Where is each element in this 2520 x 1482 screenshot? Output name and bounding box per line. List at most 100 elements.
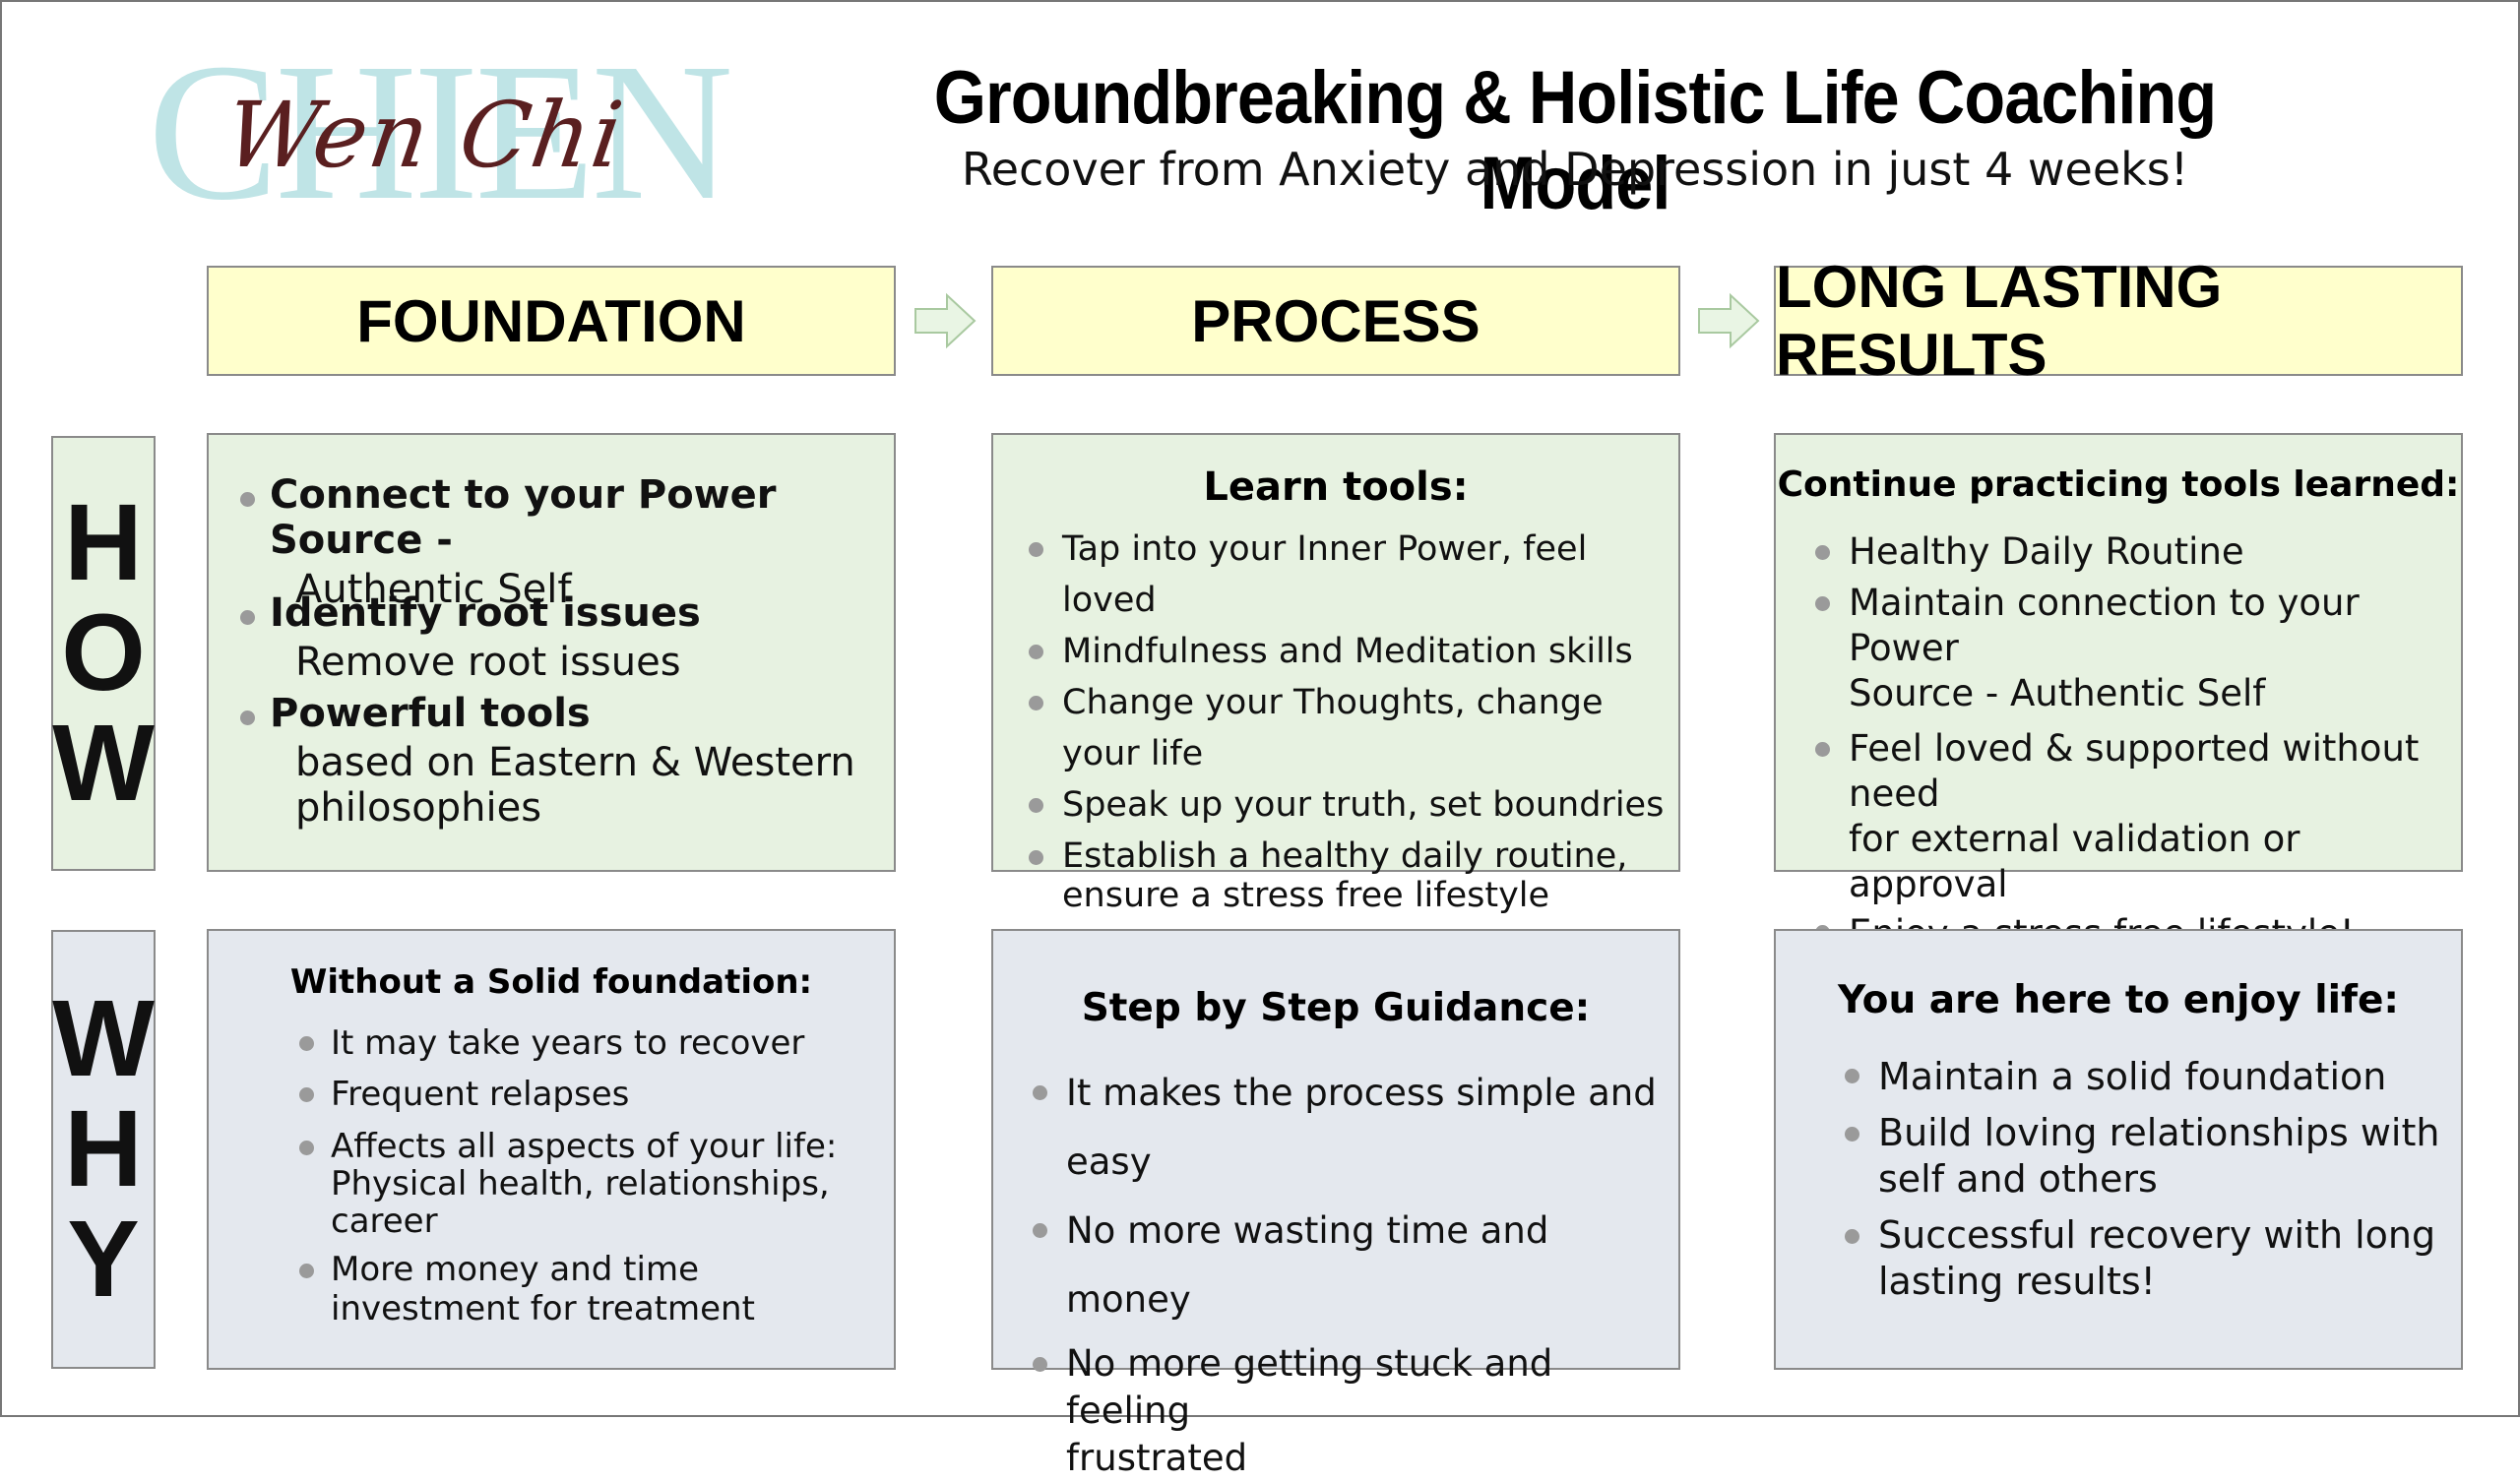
list-item: More money and time investment for treat…	[299, 1250, 837, 1328]
bullet-list: Healthy Daily Routine Maintain connectio…	[1815, 525, 2461, 960]
list-item: No more wasting time and money	[1033, 1197, 1678, 1334]
list-item: Change your Thoughts, change your life	[1029, 677, 1678, 779]
list-item-text: Build loving relationships with	[1878, 1111, 2440, 1154]
list-item-text: Frequent relapses	[331, 1075, 630, 1114]
list-item-text: for external validation or approval	[1849, 818, 2300, 905]
bullet-icon	[1845, 1127, 1859, 1142]
list-item: Connect to your Power Source - Authentic…	[240, 472, 894, 612]
list-item-text: investment for treatment	[331, 1289, 755, 1328]
right-arrow-icon	[914, 292, 976, 349]
list-item: No more getting stuck and feeling frustr…	[1033, 1340, 1678, 1482]
row-label-why: W H Y	[51, 930, 156, 1369]
how-process-box: Learn tools: Tap into your Inner Power, …	[991, 433, 1680, 915]
list-item: It may take years to recover	[299, 1018, 837, 1069]
bullet-icon	[1033, 1223, 1047, 1238]
list-item: Affects all aspects of your life: Physic…	[299, 1128, 837, 1240]
list-item: Successful recovery with long lasting re…	[1845, 1212, 2439, 1305]
list-item-detail: Authentic Self	[295, 567, 572, 612]
column-header-results: LONG LASTING RESULTS	[1774, 254, 2463, 388]
bullet-icon	[240, 610, 255, 625]
list-item-heading: Identify root issues	[270, 590, 701, 636]
list-item-text: Change your Thoughts, change your life	[1062, 683, 1604, 773]
list-item: Maintain a solid foundation	[1845, 1047, 2439, 1106]
list-item-text: self and others	[1878, 1157, 2158, 1201]
how-foundation-box: Connect to your Power Source - Authentic…	[207, 433, 896, 872]
column-header-foundation: FOUNDATION	[207, 266, 896, 376]
bullet-icon	[1033, 1085, 1047, 1100]
bullet-icon	[1815, 596, 1830, 611]
list-item: Frequent relapses	[299, 1069, 837, 1120]
bullet-icon	[1029, 696, 1043, 710]
list-item-detail: based on Eastern & Western	[295, 740, 855, 785]
why-process-box: Step by Step Guidance: It makes the proc…	[991, 929, 1680, 1479]
row-label-letter: W	[52, 703, 155, 824]
list-item-text: Healthy Daily Routine	[1849, 530, 2244, 573]
list-item-text: It may take years to recover	[331, 1023, 805, 1063]
list-item: Build loving relationships with self and…	[1845, 1110, 2439, 1203]
bullet-icon	[299, 1036, 314, 1051]
box-title: Step by Step Guidance:	[1081, 986, 1591, 1030]
bullet-icon	[1029, 542, 1043, 557]
row-label-letter: H	[64, 1088, 143, 1209]
row-label-letter: H	[64, 482, 143, 603]
list-item-text: Physical health, relationships,	[331, 1164, 830, 1204]
bullet-icon	[299, 1264, 314, 1278]
logo-surname: CHIEN	[148, 24, 733, 241]
list-item: It makes the process simple and easy	[1033, 1059, 1678, 1197]
list-item: Feel loved & supported without need for …	[1815, 726, 2461, 907]
bullet-icon	[240, 710, 255, 725]
list-item-text: career	[331, 1202, 438, 1241]
list-item-text: No more wasting time and money	[1066, 1209, 1549, 1321]
page-title: Groundbreaking & Holistic Life Coaching …	[933, 56, 2218, 225]
bullet-list: It makes the process simple and easy No …	[1033, 1059, 1678, 1482]
list-item-text: No more getting stuck and feeling	[1066, 1342, 1553, 1432]
list-item: Identify root issues Remove root issues	[240, 590, 701, 685]
bullet-icon	[1029, 645, 1043, 659]
list-item: Tap into your Inner Power, feel loved	[1029, 524, 1678, 626]
list-item-text: Maintain connection to your Power	[1849, 582, 2360, 669]
bullet-icon	[299, 1141, 314, 1155]
bullet-list: Maintain a solid foundation Build loving…	[1845, 1047, 2439, 1305]
page-subtitle: Recover from Anxiety and Depression in j…	[961, 143, 2189, 196]
list-item: Mindfulness and Meditation skills	[1029, 626, 1678, 677]
list-item-text: More money and time	[331, 1250, 699, 1289]
logo: CHIEN Wen Chi	[148, 34, 733, 231]
list-item-text: Source - Authentic Self	[1849, 672, 2266, 714]
bullet-icon	[1815, 545, 1830, 560]
bullet-icon	[299, 1087, 314, 1102]
list-item-text: Tap into your Inner Power, feel loved	[1062, 529, 1588, 620]
list-item-text: It makes the process simple and easy	[1066, 1072, 1657, 1183]
list-item-text: lasting results!	[1878, 1260, 2156, 1303]
page-frame	[0, 0, 2520, 1417]
bullet-icon	[1029, 798, 1043, 813]
list-item: Powerful tools based on Eastern & Wester…	[240, 691, 855, 831]
list-item-text: Maintain a solid foundation	[1878, 1055, 2387, 1098]
list-item-detail: philosophies	[295, 785, 542, 831]
list-item-text: Mindfulness and Meditation skills	[1062, 632, 1633, 671]
list-item-text: Establish a healthy daily routine,	[1062, 836, 1628, 876]
box-title: Without a Solid foundation:	[289, 962, 813, 1002]
bullet-icon	[1815, 742, 1830, 757]
box-title: Continue practicing tools learned:	[1777, 464, 2460, 505]
logo-script-name: Wen Chi	[219, 83, 631, 188]
list-item-text: Successful recovery with long	[1878, 1213, 2436, 1257]
list-item: Establish a healthy daily routine, ensur…	[1029, 836, 1678, 915]
list-item: Healthy Daily Routine	[1815, 525, 2461, 579]
bullet-icon	[1845, 1069, 1859, 1083]
bullet-icon	[1033, 1357, 1047, 1372]
list-item-text: Feel loved & supported without need	[1849, 727, 2420, 815]
list-item-detail: Remove root issues	[295, 640, 681, 685]
box-title: Learn tools:	[1203, 464, 1469, 510]
list-item-heading: Connect to your Power Source -	[270, 472, 777, 563]
list-item-text: Affects all aspects of your life:	[331, 1127, 838, 1166]
list-item-heading: Powerful tools	[270, 691, 591, 736]
list-item: Speak up your truth, set boundries	[1029, 779, 1678, 831]
bullet-list: Tap into your Inner Power, feel loved Mi…	[1029, 524, 1678, 915]
bullet-icon	[1845, 1229, 1859, 1244]
row-label-how: H O W	[51, 436, 156, 871]
list-item: Maintain connection to your Power Source…	[1815, 581, 2461, 716]
how-results-box: Continue practicing tools learned: Healt…	[1774, 433, 2463, 955]
bullet-icon	[240, 492, 255, 507]
why-results-box: You are here to enjoy life: Maintain a s…	[1774, 929, 2463, 1370]
list-item-text: Speak up your truth, set boundries	[1062, 785, 1665, 825]
